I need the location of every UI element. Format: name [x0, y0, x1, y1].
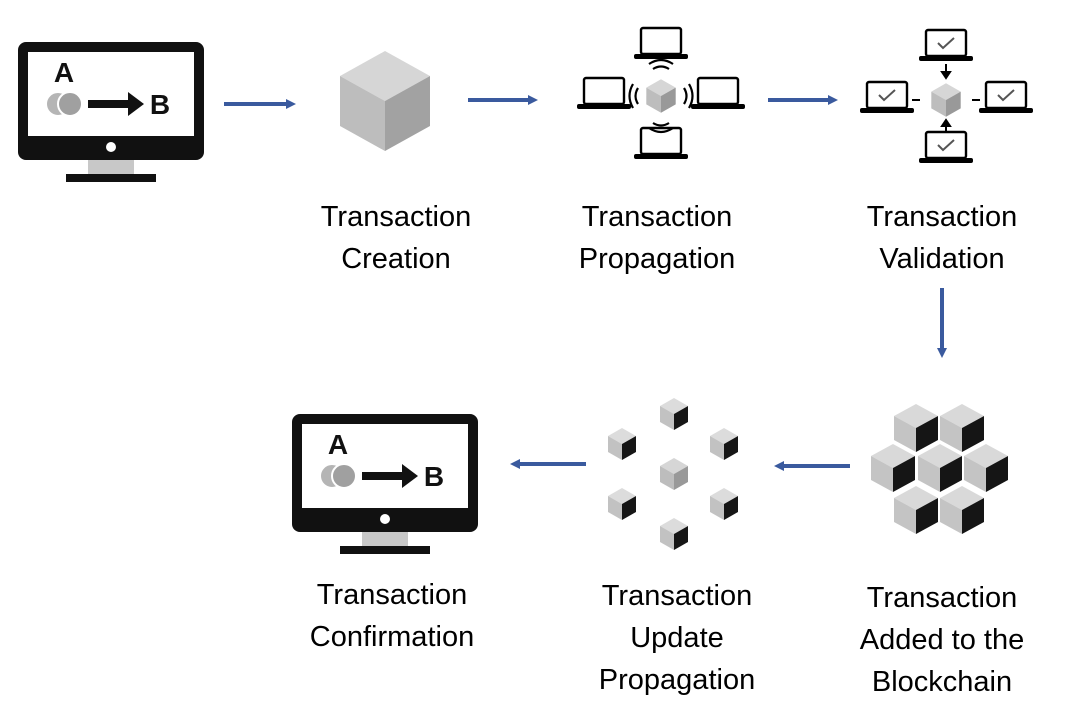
- party-a-label: A: [54, 57, 74, 88]
- transfer-arrow-icon: [362, 464, 418, 488]
- step-label-propagation: Transaction Propagation: [578, 201, 736, 275]
- party-b-label: B: [150, 89, 170, 120]
- validation-network-icon: [858, 28, 1035, 165]
- step-label-update-propagation: Transaction Update Propagation: [598, 580, 756, 696]
- confirmation-monitor-icon: A B: [292, 414, 478, 554]
- monitor-icon: A B: [18, 42, 204, 182]
- step-label-blockchain: Transaction Added to the Blockchain: [859, 582, 1025, 698]
- party-a-label: A: [328, 429, 348, 460]
- party-b-label: B: [424, 461, 444, 492]
- coins-icon: [319, 463, 357, 489]
- network-broadcast-icon: [576, 26, 746, 161]
- step-label-validation: Transaction Validation: [866, 201, 1018, 275]
- transfer-arrow-icon: [88, 92, 144, 116]
- step-label-confirmation: Transaction Confirmation: [309, 579, 475, 653]
- step-label-creation: Transaction Creation: [320, 201, 472, 275]
- coins-icon: [45, 91, 83, 117]
